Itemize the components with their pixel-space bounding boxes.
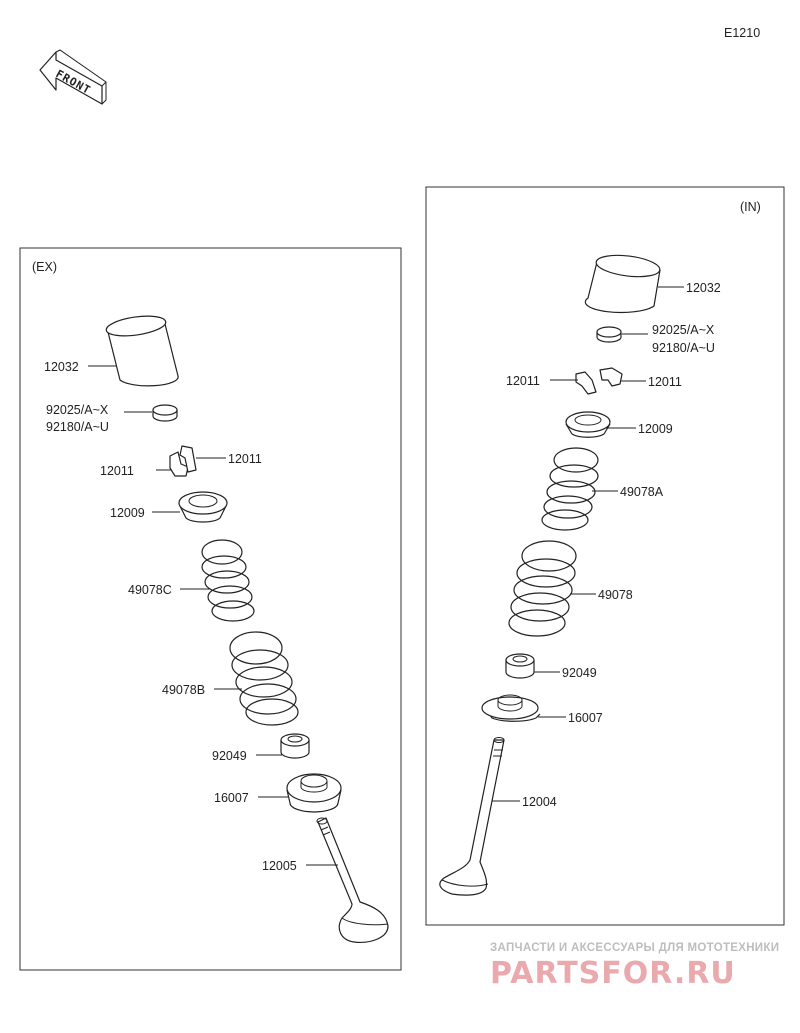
- ex-valve: [316, 817, 389, 943]
- ex-valve-seal: [280, 733, 310, 759]
- in-outer-spring: [508, 540, 577, 637]
- ex-valve-label: 12005: [262, 859, 297, 873]
- ex-outer-spring-label: 49078B: [162, 683, 205, 697]
- ex-shim-label-b: 92180/A~U: [46, 420, 109, 434]
- ex-valve-keepers: [169, 445, 197, 477]
- in-bucket-label: 12032: [686, 281, 721, 295]
- intake-panel-title: (IN): [740, 200, 761, 214]
- in-valve: [439, 737, 505, 896]
- watermark-tagline: ЗАПЧАСТИ И АКСЕССУАРЫ ДЛЯ МОТОТЕХНИКИ: [490, 942, 779, 954]
- in-valve-keepers: [575, 367, 623, 395]
- ex-spring-retainer: [178, 491, 228, 523]
- in-inner-spring-label: 49078A: [620, 485, 664, 499]
- ex-spring-seat: [286, 773, 342, 813]
- ex-seat-label: 16007: [214, 791, 249, 805]
- ex-keeper-right-label: 12011: [228, 452, 262, 466]
- in-inner-spring: [541, 447, 599, 531]
- watermark: ЗАПЧАСТИ И АКСЕССУАРЫ ДЛЯ МОТОТЕХНИКИ PA…: [490, 942, 779, 991]
- in-outer-spring-label: 49078: [598, 588, 633, 602]
- intake-panel-frame: [425, 186, 785, 926]
- ex-shim-label-a: 92025/A~X: [46, 403, 109, 417]
- ex-outer-spring: [229, 631, 299, 726]
- in-tappet-bucket: [584, 254, 661, 314]
- ex-seal-label: 92049: [212, 749, 247, 763]
- in-shim-label-a: 92025/A~X: [652, 323, 715, 337]
- ex-tappet-bucket: [105, 315, 179, 387]
- ex-bucket-label: 12032: [44, 360, 79, 374]
- in-shim: [596, 326, 622, 343]
- exhaust-panel: (EX) 12032 92025/A~X 92180/A~U 12011 120…: [19, 247, 402, 971]
- in-spring-retainer: [565, 411, 611, 438]
- in-keeper-left-label: 12011: [506, 374, 540, 388]
- diagram-code: E1210: [724, 26, 760, 40]
- ex-shim: [152, 404, 178, 422]
- intake-panel: (IN) 12032 92025/A~X 92180/A~U 12011 120…: [425, 186, 785, 926]
- exhaust-panel-frame: [19, 247, 402, 971]
- in-keeper-right-label: 12011: [648, 375, 682, 389]
- in-shim-label-b: 92180/A~U: [652, 341, 715, 355]
- ex-retainer-label: 12009: [110, 506, 145, 520]
- in-seat-label: 16007: [568, 711, 603, 725]
- watermark-brand: PARTSFOR.RU: [490, 956, 736, 991]
- ex-inner-spring: [201, 539, 255, 622]
- exhaust-panel-title: (EX): [32, 260, 57, 274]
- in-valve-label: 12004: [522, 795, 557, 809]
- ex-keeper-left-label: 12011: [100, 464, 134, 478]
- front-arrow-icon: FRONT: [39, 49, 107, 105]
- in-spring-seat: [481, 694, 541, 722]
- in-seal-label: 92049: [562, 666, 597, 680]
- in-retainer-label: 12009: [638, 422, 673, 436]
- ex-inner-spring-label: 49078C: [128, 583, 172, 597]
- in-valve-seal: [505, 653, 535, 679]
